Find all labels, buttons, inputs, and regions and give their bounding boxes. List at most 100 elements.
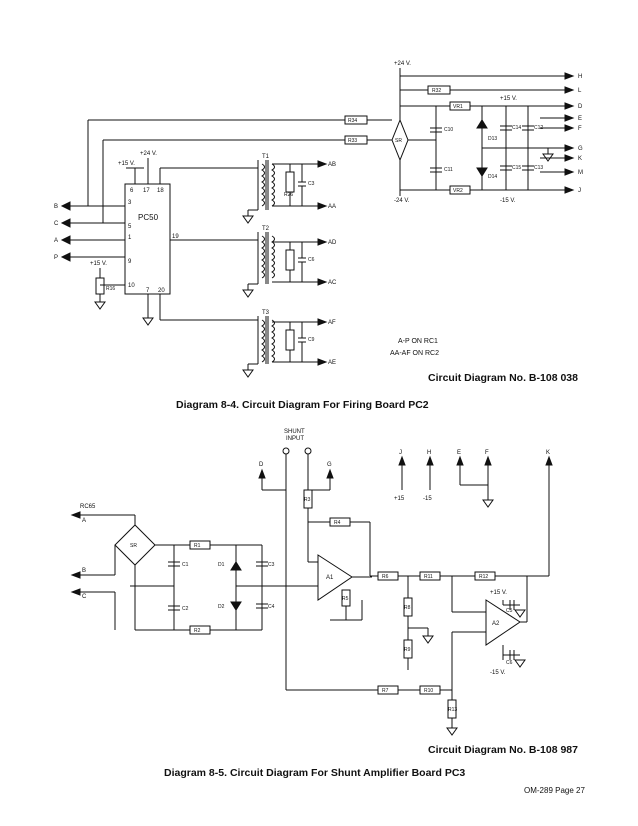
caption-fig2: Diagram 8-5. Circuit Diagram For Shunt A… xyxy=(164,767,466,779)
label-r11: R11 xyxy=(424,574,433,580)
op-amp-a1 xyxy=(317,554,353,601)
label-t1: T1 xyxy=(262,154,270,160)
label-r13: R13 xyxy=(448,707,457,713)
label-r8: R8 xyxy=(404,605,411,611)
label-d2: D2 xyxy=(218,604,225,610)
terminal-e-2: E xyxy=(457,450,461,456)
terminal-j-2: J xyxy=(399,450,402,456)
ic-pin-1: 1 xyxy=(128,235,132,241)
terminal-f-2: F xyxy=(485,450,489,456)
ic-pin-7: 7 xyxy=(146,288,150,294)
terminal-e: E xyxy=(578,116,582,122)
circuit-number-fig1: Circuit Diagram No. B-108 038 xyxy=(428,372,578,384)
supply-plus15v-a2: +15 V. xyxy=(490,590,507,596)
supply-label-minus15v: -15 V. xyxy=(500,198,516,204)
supply-plus15: +15 xyxy=(394,496,405,502)
label-c15: C15 xyxy=(512,165,521,171)
label-c14: C14 xyxy=(512,125,521,131)
label-r6: R6 xyxy=(382,574,389,580)
output-af: AF xyxy=(328,320,336,326)
label-c3-2: C3 xyxy=(268,562,275,568)
label-c1: C1 xyxy=(182,562,189,568)
label-c11: C11 xyxy=(444,167,453,173)
label-c2: C2 xyxy=(182,606,189,612)
firing-board-diagram xyxy=(60,68,575,378)
label-r5: R5 xyxy=(342,596,349,602)
supply-label-15v-top: +15 V. xyxy=(500,96,517,102)
label-c3: C3 xyxy=(308,181,315,187)
supply-label-minus24v: -24 V. xyxy=(394,198,410,204)
terminal-k: K xyxy=(578,156,582,162)
terminal-l: L xyxy=(578,88,582,94)
label-sr: SR xyxy=(395,138,402,144)
shunt-amplifier-diagram xyxy=(70,447,553,736)
output-ab: AB xyxy=(328,162,336,168)
label-c4: C4 xyxy=(268,604,275,610)
terminal-j: J xyxy=(578,188,581,194)
terminal-b: B xyxy=(54,204,58,210)
terminal-g-2: G xyxy=(327,462,332,468)
ic-pin-6: 6 xyxy=(130,188,134,194)
supply-label-24v-ic: +24 V. xyxy=(140,151,157,157)
label-d1: D1 xyxy=(218,562,225,568)
output-ad: AD xyxy=(328,240,337,246)
label-r10: R10 xyxy=(424,688,433,694)
ic-pin-20: 20 xyxy=(158,288,165,294)
ic-pin-10: 10 xyxy=(128,283,135,289)
circuit-number-fig2: Circuit Diagram No. B-108 987 xyxy=(428,744,578,756)
terminal-d-2: D xyxy=(259,462,264,468)
ic-pin-18: 18 xyxy=(157,188,164,194)
label-r3: R3 xyxy=(304,497,311,503)
terminal-d: D xyxy=(578,104,583,110)
note-line-1: A-P ON RC1 xyxy=(398,338,438,345)
op-amp-a2 xyxy=(485,599,521,646)
label-c6: C6 xyxy=(308,257,315,263)
output-ae: AE xyxy=(328,360,336,366)
terminal-f: F xyxy=(578,126,582,132)
terminal-b-2: B xyxy=(82,568,86,574)
label-d13: D13 xyxy=(488,136,497,142)
output-aa: AA xyxy=(328,204,336,210)
label-r9: R9 xyxy=(404,647,411,653)
caption-fig1: Diagram 8-4. Circuit Diagram For Firing … xyxy=(176,399,429,411)
terminal-k-2: K xyxy=(546,450,550,456)
terminal-a: A xyxy=(54,238,58,244)
label-t3: T3 xyxy=(262,310,270,316)
output-ac: AC xyxy=(328,280,337,286)
label-r33: R33 xyxy=(348,138,357,144)
ic-pin-3: 3 xyxy=(128,200,132,206)
terminal-c: C xyxy=(54,221,59,227)
label-c13: C13 xyxy=(534,165,543,171)
shunt-input-terminal-left xyxy=(282,447,290,455)
terminal-g: G xyxy=(578,146,583,152)
note-line-2: AA-AF ON RC2 xyxy=(390,350,439,357)
label-a1: A1 xyxy=(326,575,334,581)
transformer-t2 xyxy=(242,232,328,298)
label-r7: R7 xyxy=(382,688,389,694)
ic-label: PC50 xyxy=(138,213,159,222)
shunt-input-terminal-right xyxy=(304,447,312,455)
label-r32: R32 xyxy=(432,88,441,94)
label-c9: C9 xyxy=(308,337,315,343)
terminal-a-2: A xyxy=(82,518,86,524)
resistor-r16 xyxy=(95,277,105,295)
shunt-label-line1: SHUNT xyxy=(284,429,305,435)
label-r34: R34 xyxy=(348,118,357,124)
label-c5: C5 xyxy=(506,608,513,614)
terminal-rc65: RC65 xyxy=(80,504,96,510)
label-r26: R26 xyxy=(284,192,293,198)
supply-label-15v-ic: +15 V. xyxy=(118,161,135,167)
label-vr2: VR2 xyxy=(453,188,463,194)
terminal-h-2: H xyxy=(427,450,431,456)
label-r12: R12 xyxy=(479,574,488,580)
ic-pin-5: 5 xyxy=(128,224,132,230)
page-number: OM-289 Page 27 xyxy=(524,786,585,795)
terminal-h: H xyxy=(578,74,582,80)
supply-minus15: -15 xyxy=(423,496,432,502)
label-r1: R1 xyxy=(194,543,201,549)
label-d14: D14 xyxy=(488,174,497,180)
terminal-c-2: C xyxy=(82,594,87,600)
label-r16: R16 xyxy=(106,286,115,292)
label-vr1: VR1 xyxy=(453,104,463,110)
